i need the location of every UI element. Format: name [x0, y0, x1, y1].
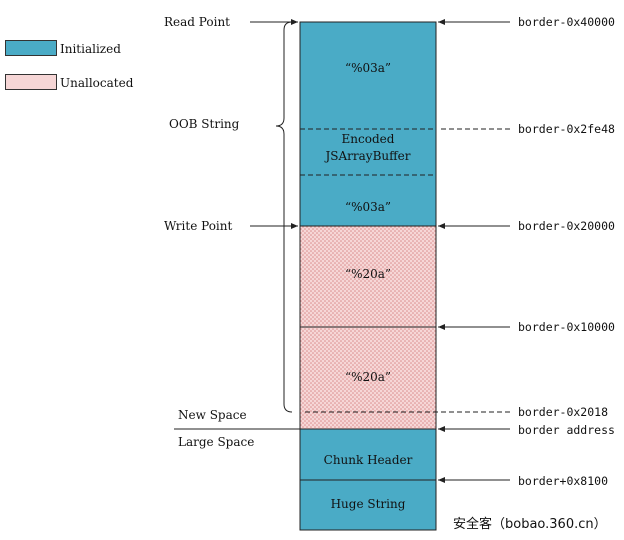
read-point-label: Read Point — [164, 15, 230, 29]
large-space-label: Large Space — [178, 435, 255, 449]
unalloc2-label: “%20a” — [344, 370, 392, 384]
border-label-6: border address — [518, 423, 615, 437]
watermark: 安全客（bobao.360.cn） — [453, 517, 607, 532]
block-mid-label: “%03a” — [344, 200, 392, 214]
block-top-label: “%03a” — [344, 61, 392, 75]
huge-string-block — [299, 479, 437, 531]
border-label-4: border-0x10000 — [518, 320, 615, 334]
border-label-5: border-0x2018 — [518, 405, 609, 419]
chunk-header-block — [299, 428, 437, 481]
encoded-line2: JSArrayBuffer — [325, 149, 411, 163]
write-point-label: Write Point — [164, 219, 233, 233]
border-label-7: border+0x8100 — [518, 474, 609, 488]
encoded-line1: Encoded — [341, 132, 395, 146]
legend-label-unallocated: Unallocated — [60, 76, 134, 90]
legend-label-initialized: Initialized — [60, 42, 121, 56]
legend-swatch-initialized — [5, 40, 57, 56]
chunk-header-label: Chunk Header — [323, 453, 413, 467]
oob-brace — [275, 21, 293, 413]
unalloc1-label: “%20a” — [344, 267, 392, 281]
unallocated-region-1 — [299, 225, 437, 328]
border-label-3: border-0x20000 — [518, 219, 615, 233]
new-space-label: New Space — [178, 408, 247, 422]
border-label-2: border-0x2fe48 — [518, 122, 615, 136]
border-label-1: border-0x40000 — [518, 15, 615, 29]
oob-string-label: OOB String — [169, 117, 240, 131]
huge-string-label: Huge String — [330, 497, 406, 511]
initialized-region — [299, 21, 437, 227]
legend-swatch-unallocated — [5, 74, 57, 90]
